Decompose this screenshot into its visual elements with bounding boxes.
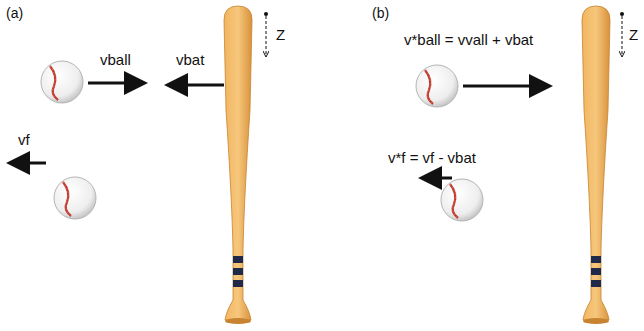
impact-distance-line	[622, 16, 623, 56]
bat-velocity-arrow	[170, 84, 224, 87]
baseball	[54, 177, 96, 219]
baseball	[441, 179, 483, 221]
baseball	[41, 61, 83, 103]
relative-velocity-arrow	[463, 85, 547, 88]
baseball-bat	[224, 6, 252, 324]
distance-label: Z	[629, 27, 638, 44]
ball-velocity-arrow	[88, 82, 142, 85]
final-velocity-arrow	[12, 162, 46, 165]
baseball-bat	[582, 6, 610, 324]
impact-distance-line	[266, 16, 267, 56]
velocity-label: vf	[18, 132, 30, 149]
equation-label: v*f = vf - vbat	[388, 150, 476, 167]
equation-label: v*ball = vvall + vbat	[404, 32, 533, 49]
relative-final-velocity-arrow	[424, 177, 452, 180]
distance-label: Z	[276, 27, 285, 44]
velocity-label: vball	[100, 52, 131, 69]
panel-label: (a)	[6, 6, 23, 21]
panel-label: (b)	[372, 6, 389, 21]
baseball	[416, 65, 458, 107]
velocity-label: vbat	[176, 52, 204, 69]
